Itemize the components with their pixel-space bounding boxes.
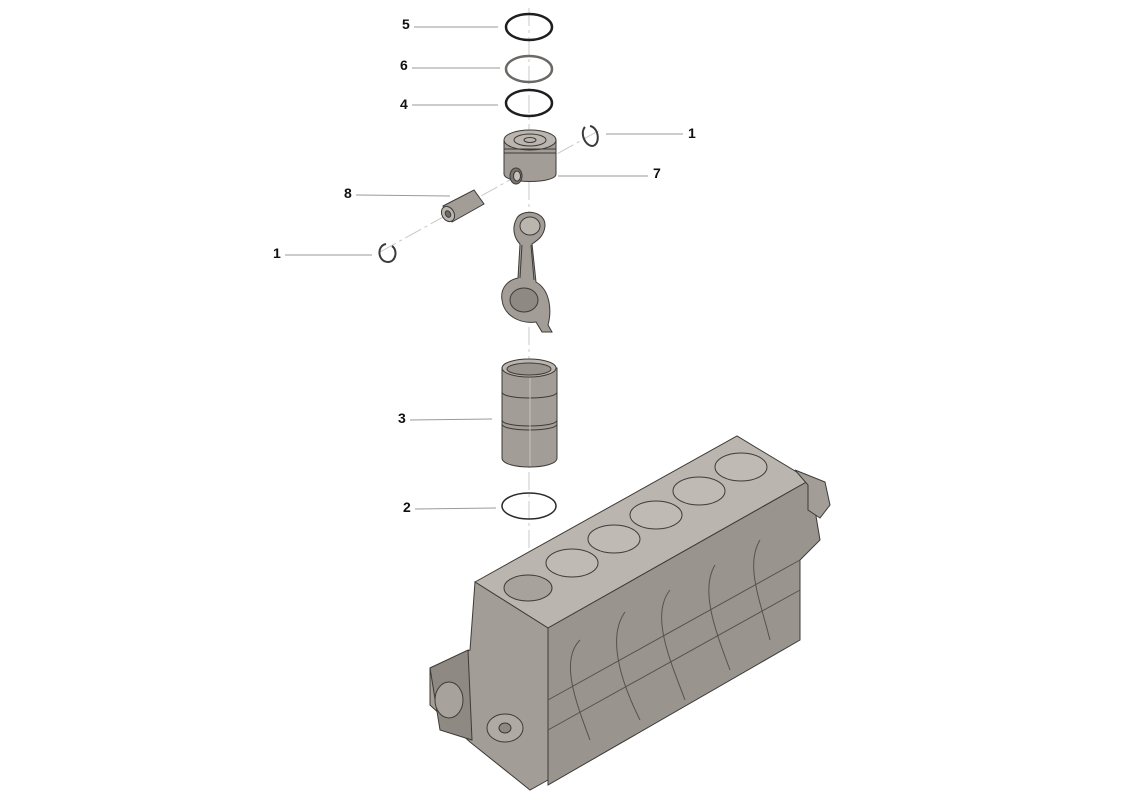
callout-1-right: 1 (688, 125, 696, 141)
callout-2: 2 (403, 499, 411, 515)
callout-5: 5 (402, 16, 410, 32)
callout-7: 7 (653, 165, 661, 181)
circlip-left-part (378, 243, 397, 264)
second-ring-part (504, 54, 554, 84)
callout-8: 8 (344, 185, 352, 201)
piston-pin-part (440, 189, 485, 223)
liner-seal-ring-part (501, 492, 557, 520)
cylinder-liner-part (501, 358, 558, 468)
oil-ring-part (504, 88, 554, 118)
callout-4: 4 (400, 96, 408, 112)
cylinder-block-part (429, 435, 831, 791)
connecting-rod-part (501, 211, 553, 333)
circlip-right-part (581, 125, 599, 148)
top-ring-part (504, 12, 554, 42)
assembly-axis (379, 8, 601, 560)
piston-part (503, 129, 557, 185)
callout-3: 3 (398, 410, 406, 426)
callout-1-left: 1 (273, 245, 281, 261)
leader-lines (285, 26, 683, 510)
callout-6: 6 (400, 57, 408, 73)
